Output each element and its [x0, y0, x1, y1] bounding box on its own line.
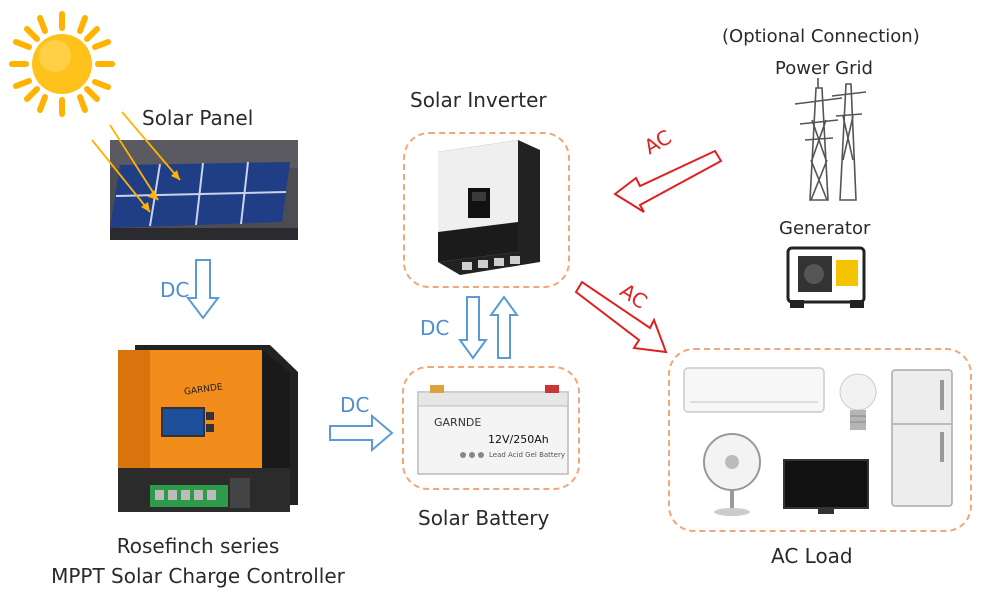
dc-label-battery: DC	[420, 316, 450, 340]
ac-arrow-grid-to-inverter	[613, 149, 723, 213]
generator-label: Generator	[779, 218, 871, 239]
television-icon	[783, 459, 869, 514]
solar-inverter-image	[438, 140, 540, 275]
battery-model: 12V/250Ah	[488, 433, 549, 446]
battery-type: Lead Acid Gel Battery	[489, 451, 565, 459]
dc-arrow-down	[186, 259, 220, 320]
controller-label-line1: Rosefinch series	[116, 534, 280, 558]
dc-label-controller: DC	[340, 393, 370, 417]
solar-battery-label: Solar Battery	[418, 506, 550, 530]
sun-icon	[9, 11, 115, 117]
power-grid-label: Power Grid	[775, 58, 873, 79]
dc-label-panel: DC	[160, 278, 190, 302]
power-tower-icon	[794, 78, 867, 201]
battery-brand: GARNDE	[434, 416, 482, 429]
dc-arrow-inverter-to-battery	[458, 296, 488, 360]
solar-panel-image	[91, 111, 298, 240]
refrigerator-icon	[891, 369, 953, 507]
dc-arrow-right	[329, 413, 394, 453]
fan-icon	[703, 433, 761, 516]
ac-arrow-inverter-to-load	[574, 280, 668, 354]
ac-load-label: AC Load	[771, 544, 853, 568]
solar-inverter-label: Solar Inverter	[410, 88, 547, 112]
inverter-box	[403, 132, 570, 288]
controller-label-line2: MPPT Solar Charge Controller	[51, 564, 345, 588]
charge-controller-image	[118, 345, 298, 512]
dc-arrow-battery-to-inverter	[489, 295, 519, 359]
ac-load-box	[668, 348, 972, 532]
optional-connection-label: (Optional Connection)	[722, 26, 920, 47]
generator-icon	[786, 246, 866, 308]
solar-battery-image	[417, 385, 569, 475]
solar-panel-label: Solar Panel	[142, 106, 254, 130]
battery-box	[402, 366, 580, 490]
air-conditioner-icon	[683, 367, 825, 413]
light-bulb-icon	[839, 373, 877, 430]
